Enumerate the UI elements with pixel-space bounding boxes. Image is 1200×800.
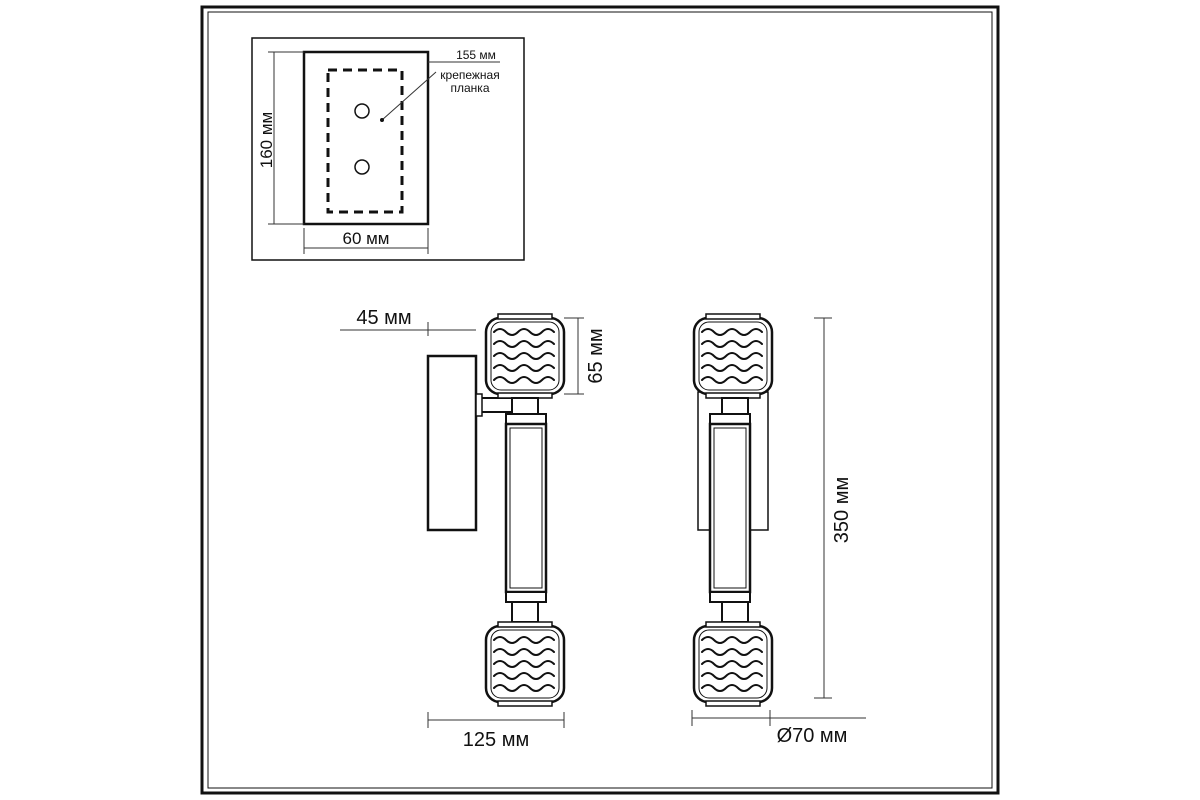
- hole-spacing-label: 155 мм: [456, 48, 496, 62]
- outer-frame: [200, 5, 1000, 795]
- mounting-hole-top: [354, 103, 370, 119]
- side-tube: [504, 422, 548, 594]
- mounting-plate: [302, 50, 430, 226]
- side-shade-top: [484, 312, 566, 400]
- offset-label: 45 мм: [356, 307, 411, 329]
- total-height-label: 350 мм: [831, 477, 853, 543]
- front-shade-bottom: [692, 620, 774, 708]
- depth-label: 125 мм: [463, 729, 529, 751]
- bracket-label-line2: планка: [451, 81, 490, 95]
- side-view: 45 мм 65 мм 125 мм: [340, 307, 607, 751]
- side-shade-bottom: [484, 620, 566, 708]
- shade-height-label: 65 мм: [585, 328, 607, 383]
- front-view: 350 мм Ø70 мм: [691, 312, 866, 747]
- front-tube: [708, 422, 752, 594]
- mounting-bracket: [326, 68, 404, 214]
- plate-height-label: 160 мм: [257, 112, 276, 168]
- diameter-label: Ø70 мм: [777, 725, 848, 747]
- wall-base: [426, 354, 478, 532]
- plate-width-label: 60 мм: [342, 229, 389, 248]
- mounting-plate-detail: 160 мм 60 мм 155 мм крепежная планка: [251, 37, 525, 261]
- front-shade-top: [692, 312, 774, 400]
- mounting-hole-bottom: [354, 159, 370, 175]
- bracket-label-line1: крепежная: [440, 68, 499, 82]
- arm-knob: [475, 393, 483, 417]
